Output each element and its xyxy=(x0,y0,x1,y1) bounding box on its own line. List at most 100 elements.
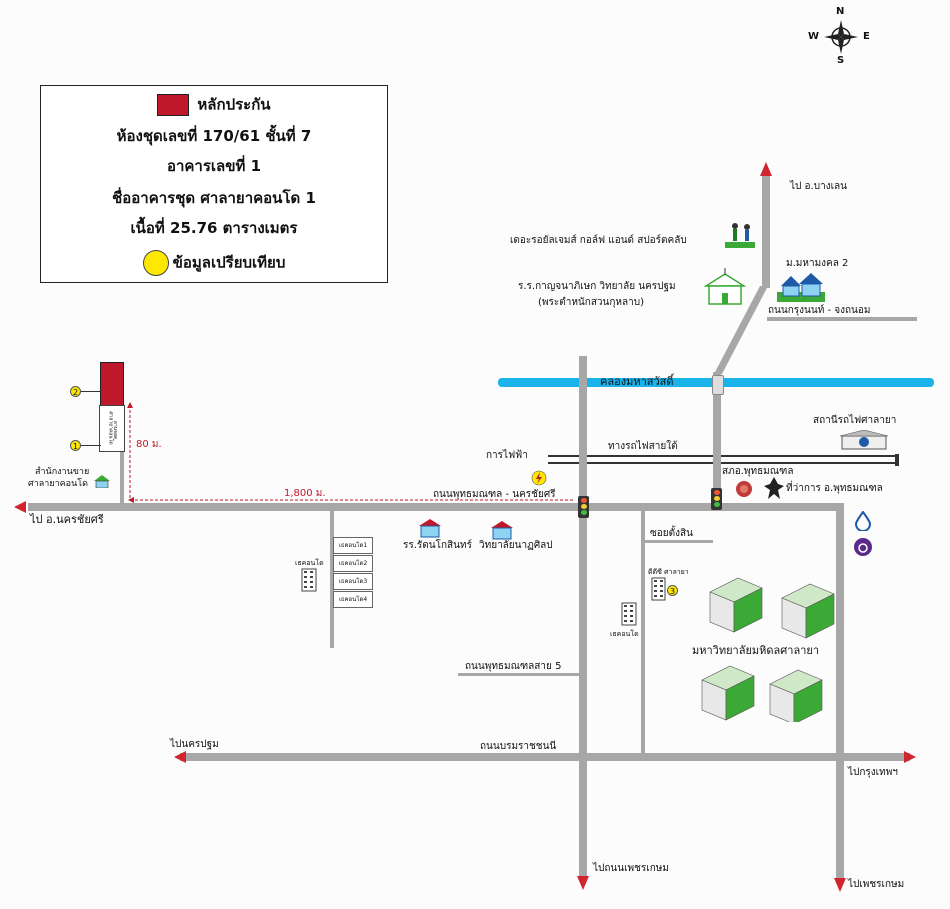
label-rattana-school: รร.รัตนโกสินทร์ xyxy=(403,540,472,551)
legend-building-line: อาคารเลขที่ 1 xyxy=(166,157,262,175)
compass-n: N xyxy=(836,6,845,17)
legend-area-line: เนื้อที่ 25.76 ตารางเมตร xyxy=(130,219,298,237)
mahidol-campus xyxy=(701,577,835,722)
distance-horizontal: 1,800 ม. xyxy=(284,488,326,499)
arrow-south-sai5-icon xyxy=(577,876,589,890)
label-nattasin-college: วิทยาลัยนาฏศิลป xyxy=(479,540,553,551)
label-my-condo-left: เธคอนโด xyxy=(295,559,324,567)
road-phutthamonthon-nakhonchaisi xyxy=(28,503,840,511)
compass-rose-icon xyxy=(824,20,858,54)
road-subject-vertical xyxy=(120,445,124,505)
condo-list-item-4: เธคอนโด4 xyxy=(333,591,373,608)
comparison-swatch xyxy=(142,250,169,276)
marker-3: 3 xyxy=(667,585,678,596)
legend-comparison-label: ข้อมูลเปรียบเทียบ xyxy=(172,253,286,272)
legend-collateral-label: หลักประกัน xyxy=(197,95,271,114)
arrow-bangkok-icon xyxy=(904,751,916,763)
school-building-icon xyxy=(703,266,747,306)
road-krungnon-diagonal xyxy=(714,174,770,374)
sales-office-house-icon xyxy=(93,473,111,489)
road-krungnon-chongthanom xyxy=(767,317,917,321)
condo-list-item-3: เธคอนโด3 xyxy=(333,573,373,590)
legend-room-line: ห้องชุดเลขที่ 170/61 ชั้นที่ 7 xyxy=(116,127,312,145)
dd-salaya-building-icon xyxy=(651,577,666,601)
railway-line-top xyxy=(548,455,898,457)
compass-e: E xyxy=(863,31,870,42)
legend-condo-name-line: ชื่ออาคารชุด ศาลายาคอนโด 1 xyxy=(112,189,316,207)
police-badge-icon xyxy=(735,480,753,498)
sales-office-line1: สำนักงานขาย xyxy=(35,467,90,477)
golf-icon xyxy=(723,220,757,250)
electricity-authority-icon xyxy=(530,469,548,487)
label-soi-tangsin: ซอยตั้งสิน xyxy=(650,528,693,539)
label-district-office: ที่ว่าการ อ.พุทธมณฑล xyxy=(786,483,883,494)
collateral-swatch xyxy=(157,94,190,116)
label-borommaratchachonnani: ถนนบรมราชชนนี xyxy=(480,741,557,752)
label-dd-salaya: ดีดีซี ศาลายา xyxy=(648,568,689,576)
road-sai5-spur xyxy=(458,673,583,676)
label-to-nakhonpathom: ไปนครปฐม xyxy=(170,739,219,750)
arrow-north-icon xyxy=(760,162,772,176)
sales-office-line2: ศาลายาคอนโด xyxy=(28,479,88,489)
railway-line-bottom xyxy=(548,462,898,464)
village-houses-icon xyxy=(777,270,825,304)
garuda-emblem-icon xyxy=(763,476,785,500)
bank-circle-icon xyxy=(853,537,873,557)
train-station-icon xyxy=(839,429,889,450)
arrow-west-icon xyxy=(14,501,26,513)
label-my-condo-mid: เธคอนโด xyxy=(610,630,639,638)
railway-end xyxy=(895,454,899,466)
bank-droplet-icon xyxy=(854,510,872,532)
traffic-light-icon xyxy=(578,496,589,518)
road-soi-tangsin-top xyxy=(641,540,713,543)
legend-comparison-row: ข้อมูลเปรียบเทียบ xyxy=(41,250,387,276)
subject-building xyxy=(100,362,124,406)
condo-left-building-icon xyxy=(301,568,317,592)
label-krungnon-chongthanom: ถนนกรุงนนท์ - จงถนอม xyxy=(768,305,871,316)
campus-building-icon xyxy=(769,669,823,722)
compass: N S W E xyxy=(808,6,874,68)
nattasin-college-icon xyxy=(490,520,514,540)
label-mahamongkol: ม.มหามงคล 2 xyxy=(786,258,849,269)
label-electricity: การไฟฟ้า xyxy=(486,450,528,461)
subject-label-bottom: ลานจอด xyxy=(112,420,119,440)
canal-label: คลองมหาสวัสดิ์ xyxy=(600,375,674,388)
compass-s: S xyxy=(837,55,845,66)
condo-list-item-2: เธคอนโด2 xyxy=(333,555,373,572)
distance-vertical: 80 ม. xyxy=(136,439,162,450)
label-to-phetkasem-road: ไปถนนเพชรเกษม xyxy=(593,863,669,874)
marker-2-leader xyxy=(81,391,101,392)
label-to-bangkok: ไปกรุงเทพฯ xyxy=(848,767,898,778)
label-to-bangle: ไป อ.บางเลน xyxy=(790,181,847,192)
arrow-nakhonpathom-icon xyxy=(174,751,186,763)
condo-mid-building-icon xyxy=(621,602,637,626)
road-borommaratchachonnani xyxy=(180,753,910,761)
condo-list-item-1: เธคอนโด1 xyxy=(333,537,373,554)
marker-1-leader xyxy=(81,445,101,446)
compass-w: W xyxy=(808,31,820,42)
label-to-phetkasem: ไปเพชรเกษม xyxy=(848,879,905,890)
label-salaya-station: สถานีรถไฟศาลายา xyxy=(813,415,897,426)
label-school-kanchana-line2: (พระตำหนักสวนกุหลาบ) xyxy=(538,297,645,308)
traffic-light-icon xyxy=(712,375,724,395)
road-phutthamonthon-sai5-vertical xyxy=(579,356,587,880)
road-condo-soi xyxy=(330,510,334,648)
subject-parking: ศาลายาคอนโด ลานจอด xyxy=(99,405,125,452)
campus-building-icon xyxy=(701,665,755,721)
label-police: สภอ.พุทธมณฑล xyxy=(722,466,794,477)
marker-1: 1 xyxy=(70,440,81,451)
legend-collateral-row: หลักประกัน xyxy=(41,94,387,116)
campus-building-icon xyxy=(781,583,835,639)
marker-2: 2 xyxy=(70,386,81,397)
campus-building-icon xyxy=(709,577,763,633)
label-mahidol-university: มหาวิทยาลัยมหิดลศาลายา xyxy=(692,644,819,657)
label-school-kanchana-line1: ร.ร.กาญจนาภิเษก วิทยาลัย นครปฐม xyxy=(518,281,676,292)
road-right-vertical xyxy=(836,503,844,883)
label-phutthamonthon-sai5: ถนนพุทธมณฑลสาย 5 xyxy=(465,661,562,672)
label-phutthamonthon-nakhonchaisi: ถนนพุทธมณฑล - นครชัยศรี xyxy=(433,489,556,500)
arrow-south-phetkasem-icon xyxy=(834,878,846,892)
railway-label: ทางรถไฟสายใต้ xyxy=(608,441,678,452)
rattana-school-icon xyxy=(418,518,442,538)
road-krungnon-lower xyxy=(713,372,721,510)
